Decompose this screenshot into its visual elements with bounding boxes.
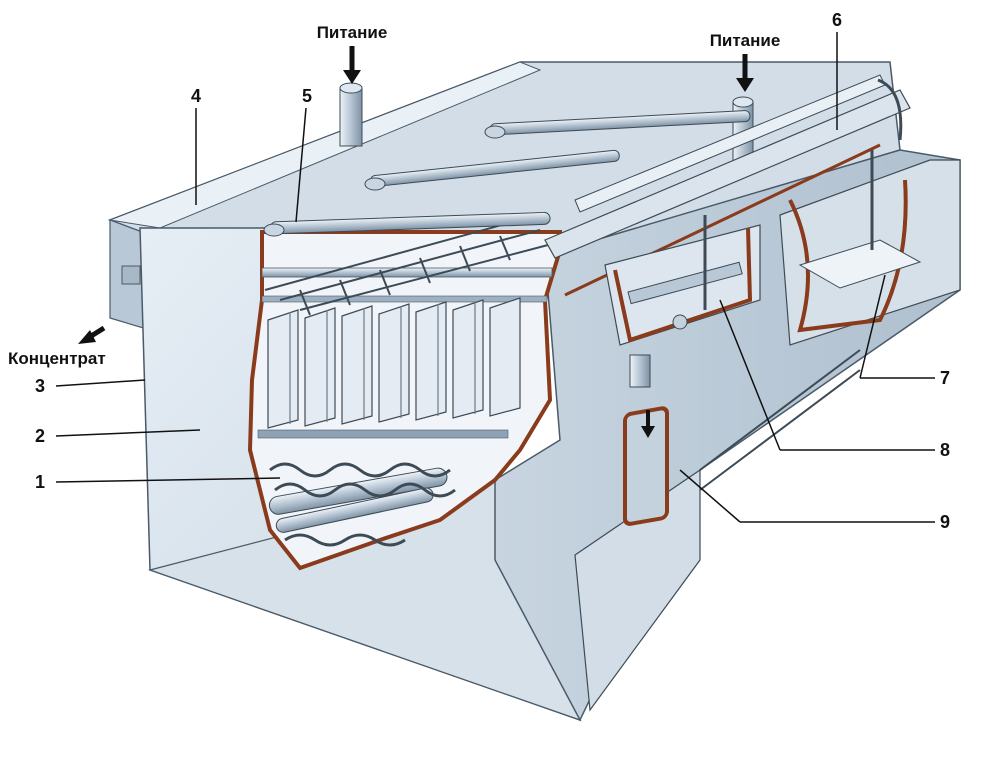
level-regulator-box [779, 150, 961, 346]
flange-bolt [121, 265, 141, 285]
froth-launder-rail [544, 74, 911, 297]
callout-9: 9 [940, 512, 950, 532]
concentrate-label: Концентрат [8, 349, 106, 368]
baffle-grid [264, 219, 549, 316]
callout-4: 4 [191, 86, 201, 106]
callout-5: 5 [302, 86, 312, 106]
discharge-panel [574, 349, 861, 712]
feed-label-left: Питание [317, 23, 388, 42]
callout-7: 7 [940, 368, 950, 388]
distributor-pipes [263, 110, 751, 237]
frame-rail-low [257, 429, 509, 439]
callout-6: 6 [832, 10, 842, 30]
concentrate-arrow [78, 325, 106, 344]
feed-pipe-left [339, 82, 363, 147]
callout-8: 8 [940, 440, 950, 460]
callout-1: 1 [35, 472, 45, 492]
feed-arrow-left [343, 46, 361, 84]
frame-rail-mid [261, 295, 548, 303]
aerator-pipes [268, 462, 456, 547]
overflow-chamber [604, 215, 761, 388]
tailings-arrow [641, 410, 655, 438]
callout-3: 3 [35, 376, 45, 396]
callout-2: 2 [35, 426, 45, 446]
tank-back-rim [108, 61, 542, 229]
leader-lines [55, 32, 935, 523]
feed-label-right: Питание [710, 31, 781, 50]
frame-rail-top [261, 267, 553, 278]
feed-arrow-right [736, 54, 754, 92]
baffle-plates [267, 297, 521, 429]
